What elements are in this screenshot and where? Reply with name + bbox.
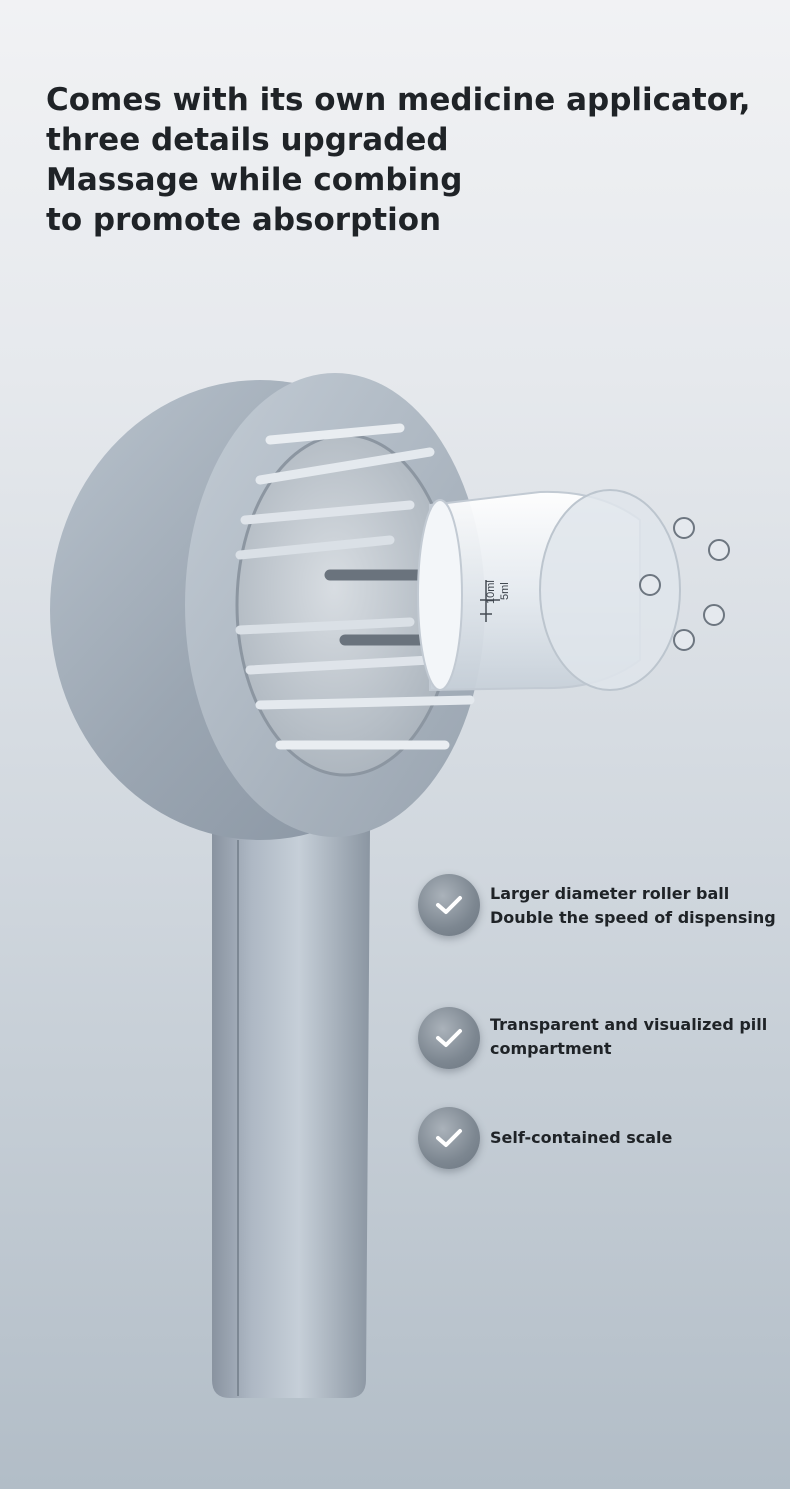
feature-1-line-1: Larger diameter roller ball bbox=[490, 884, 730, 903]
feature-2-line-2: compartment bbox=[490, 1039, 612, 1058]
feature-3-line-1: Self-contained scale bbox=[490, 1128, 673, 1147]
feature-item-roller-ball: Larger diameter roller ball Double the s… bbox=[418, 874, 776, 936]
headline: Comes with its own medicine applicator, … bbox=[46, 80, 766, 240]
handle bbox=[212, 830, 370, 1398]
headline-line-4: to promote absorption bbox=[46, 202, 442, 238]
check-icon bbox=[418, 874, 480, 936]
comb-teeth bbox=[235, 423, 475, 750]
headline-line-2: three details upgraded bbox=[46, 122, 449, 158]
scale-mark-5ml: 5ml bbox=[499, 582, 511, 600]
feature-item-transparent-compartment: Transparent and visualized pill compartm… bbox=[418, 1007, 767, 1069]
roller-ball-pins bbox=[566, 517, 730, 651]
scalp-applicator-product-image: 10ml 5ml bbox=[50, 373, 730, 1398]
headline-line-1: Comes with its own medicine applicator, bbox=[46, 82, 751, 118]
feature-1-line-2: Double the speed of dispensing bbox=[490, 908, 776, 927]
feature-item-self-contained-scale: Self-contained scale bbox=[418, 1107, 672, 1169]
check-icon bbox=[418, 1107, 480, 1169]
check-icon bbox=[418, 1007, 480, 1069]
headline-line-3: Massage while combing bbox=[46, 162, 463, 198]
scale-mark-10ml: 10ml bbox=[485, 580, 497, 604]
feature-2-line-1: Transparent and visualized pill bbox=[490, 1015, 768, 1034]
